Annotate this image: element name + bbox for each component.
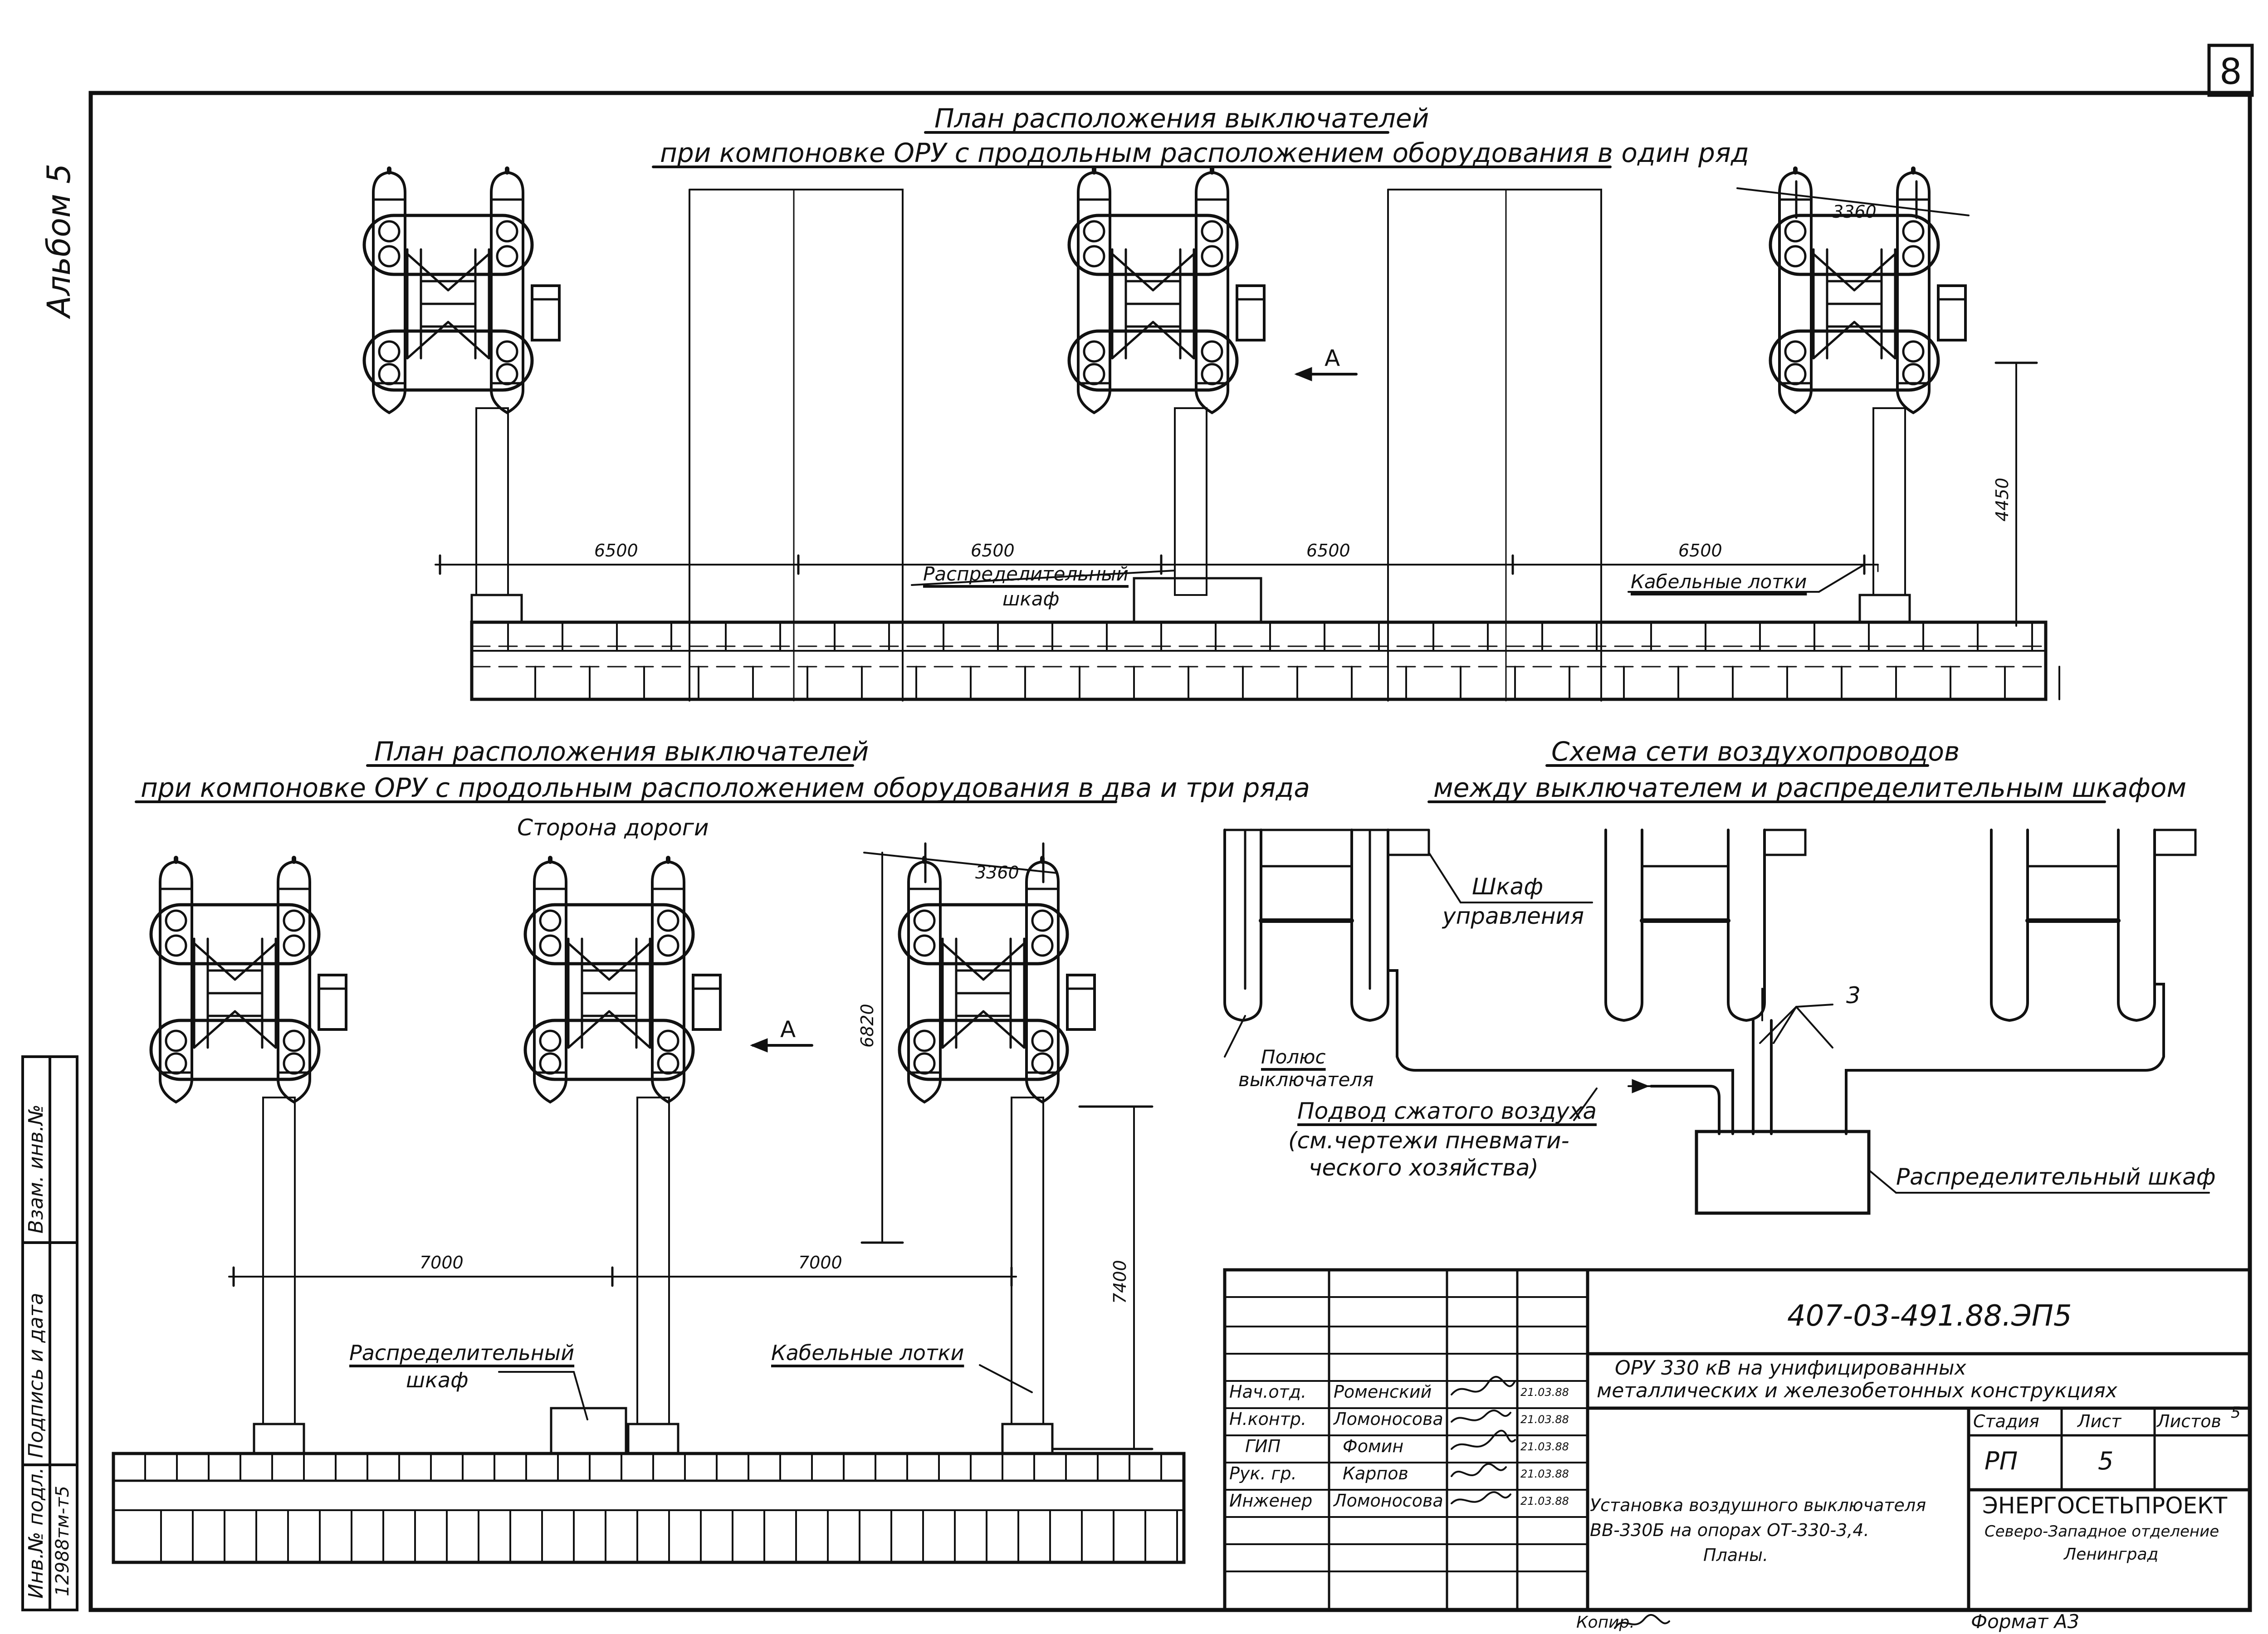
bottom-plan-title-2: при компоновке ОРУ с продольным располож… (141, 772, 1310, 803)
road-side-label: Сторона дороги (517, 815, 709, 841)
top-dim-6500-4: 6500 (1678, 541, 1722, 561)
bottom-breaker-1 (151, 858, 346, 1102)
bottom-cabinet-label-1: Распределительный (349, 1341, 575, 1365)
staff-date-4: 21.03.88 (1520, 1468, 1569, 1480)
sheet-number-box (2207, 44, 2254, 97)
stage-value: РП (1984, 1447, 2018, 1475)
drawing-frame (88, 91, 2252, 1612)
bottom-dim-7000-1: 7000 (420, 1253, 464, 1273)
sheet-number: 8 (2219, 52, 2242, 93)
sheet-header: Лист (2077, 1411, 2121, 1431)
staff-role-3: ГИП (1245, 1436, 1281, 1456)
org-branch: Северо-Западное отделение (1984, 1522, 2219, 1541)
org-name: ЭНЕРГОСЕТЬПРОЕКТ (1982, 1493, 2228, 1519)
control-cabinet-label-2: управления (1442, 903, 1584, 929)
drawing-title-2: ВВ-330Б на опорах ОТ-330-3,4. (1590, 1520, 1869, 1540)
staff-date-5: 21.03.88 (1520, 1495, 1569, 1507)
top-dim-6500-1: 6500 (594, 541, 638, 561)
side-stamp-box (21, 1055, 78, 1611)
stage-header: Стадия (1973, 1411, 2039, 1431)
project-title-2: металлических и железобетонных конструкц… (1597, 1379, 2117, 1402)
air-scheme-title-1: Схема сети воздухопроводов (1551, 736, 1960, 767)
top-cabinet-label-1: Распределительный (923, 563, 1129, 585)
pole-label-2: выключателя (1238, 1068, 1374, 1091)
drawing-title-1: Установка воздушного выключателя (1590, 1495, 1926, 1515)
drawing-title-3: Планы. (1703, 1545, 1769, 1565)
sheets-header: Листов (2157, 1411, 2221, 1431)
bottom-plan-title-1: План расположения выключателей (374, 736, 869, 767)
air-supply-label-2: (см.чертежи пневмати- (1288, 1127, 1569, 1154)
side-stamp-inv-value: 12988тм-т5 (52, 1486, 73, 1596)
air-supply-label-1: Подвод сжатого воздуха (1297, 1098, 1597, 1124)
side-stamp-inv-orig: Инв.№ подл. (24, 1467, 48, 1599)
staff-name-1: Роменский (1334, 1382, 1432, 1402)
air-scheme-title-2: между выключателем и распределительным ш… (1433, 772, 2187, 803)
bottom-dim-7400: 7400 (1110, 1260, 1130, 1304)
staff-date-1: 21.03.88 (1520, 1386, 1569, 1399)
album-label: Альбом 5 (40, 163, 78, 317)
staff-name-5: Ломоносова (1334, 1491, 1443, 1511)
doc-code: 407-03-491.88.ЭП5 (1787, 1299, 2072, 1333)
staff-date-2: 21.03.88 (1520, 1413, 1569, 1426)
top-dim-4450: 4450 (1992, 478, 2012, 522)
bottom-view-marker: А (780, 1016, 796, 1043)
bottom-plan-graphics (112, 764, 1186, 1564)
pipe-callout-3: 3 (1846, 982, 1861, 1009)
distribution-cabinet-label: Распределительный шкаф (1896, 1164, 2216, 1190)
staff-role-1: Нач.отд. (1229, 1382, 1307, 1402)
air-supply-label-3: ческого хозяйства) (1309, 1155, 1539, 1181)
org-city: Ленинград (2064, 1545, 2159, 1564)
top-breaker-1 (364, 169, 559, 413)
pole-label-1: Полюс (1261, 1046, 1326, 1068)
sheets-total: 5 (2231, 1404, 2241, 1422)
staff-name-2: Ломоносова (1334, 1409, 1443, 1429)
staff-role-5: Инженер (1229, 1491, 1313, 1511)
bottom-dim-7000-2: 7000 (798, 1253, 842, 1273)
top-breaker-2 (1069, 169, 1264, 413)
top-plan-graphics (364, 131, 2060, 702)
copied-label: Копир. (1576, 1613, 1635, 1632)
top-dim-6500-3: 6500 (1306, 541, 1350, 561)
project-title-1: ОРУ 330 кВ на унифицированных (1615, 1356, 1966, 1380)
side-stamp-sign-date: Подпись и дата (24, 1293, 48, 1458)
top-cabinet-label-2: шкаф (1002, 588, 1060, 610)
bottom-dim-3360: 3360 (975, 863, 1019, 883)
top-plan-title-1: План расположения выключателей (934, 103, 1429, 134)
side-stamp-inv-replace: Взам. инв.№ (24, 1104, 48, 1234)
top-dim-3360: 3360 (1833, 202, 1877, 222)
bottom-cabinet-label-2: шкаф (406, 1368, 469, 1392)
sheet-value: 5 (2098, 1447, 2114, 1475)
top-dim-6500-2: 6500 (971, 541, 1015, 561)
bottom-breaker-3 (899, 858, 1095, 1102)
top-plan-title-2: при компоновке ОРУ с продольным располож… (660, 137, 1749, 168)
bottom-trays-label: Кабельные лотки (771, 1341, 964, 1365)
staff-name-3: Фомин (1343, 1436, 1404, 1456)
control-cabinet-label-1: Шкаф (1472, 873, 1544, 900)
air-scheme-graphics (1223, 764, 2210, 1215)
bottom-breaker-2 (525, 858, 720, 1102)
staff-date-3: 21.03.88 (1520, 1440, 1569, 1453)
top-trays-label: Кабельные лотки (1631, 571, 1807, 593)
bottom-dim-6820: 6820 (857, 1004, 877, 1048)
staff-role-2: Н.контр. (1229, 1409, 1307, 1429)
title-block-grid (1223, 1268, 2252, 1612)
top-view-marker: А (1325, 345, 1340, 371)
staff-role-4: Рук. гр. (1229, 1463, 1297, 1483)
signatures (1451, 1375, 1670, 1629)
format-label: Формат А3 (1971, 1610, 2080, 1633)
staff-name-4: Карпов (1343, 1463, 1408, 1483)
